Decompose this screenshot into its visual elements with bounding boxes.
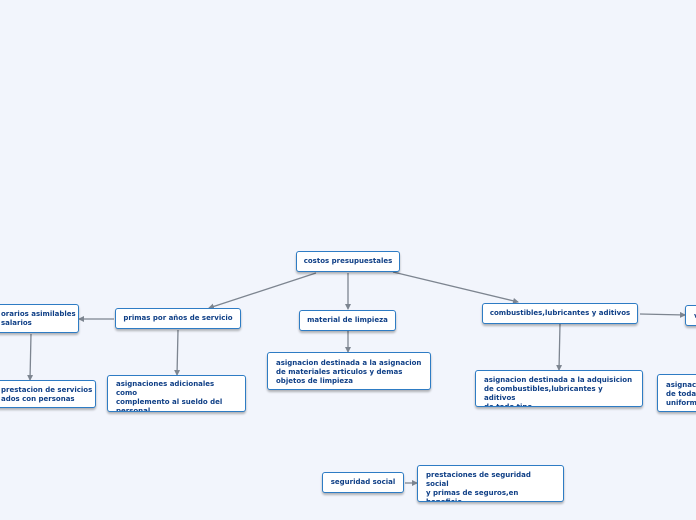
node-costos-presupuestales[interactable]: costos presupuestales — [296, 251, 400, 272]
node-combustibles-lubricantes[interactable]: combustibles,lubricantes y aditivos — [482, 303, 638, 324]
node-seguridad-descripcion[interactable]: prestaciones de seguridad social y prima… — [417, 465, 564, 502]
node-material-limpieza[interactable]: material de limpieza — [299, 310, 396, 331]
node-seguridad-social[interactable]: seguridad social — [322, 472, 404, 493]
node-primas-descripcion[interactable]: asignaciones adicionales como complement… — [107, 375, 246, 412]
edge-primas-desc — [174, 329, 181, 376]
edge-root-primas — [208, 272, 317, 310]
node-honorarios-descripcion[interactable]: prestacion de servicios ados con persona… — [0, 380, 96, 408]
node-vestuario[interactable]: v — [685, 305, 696, 326]
edge-honorarios-desc — [27, 333, 34, 381]
node-honorarios-asimilables[interactable]: orarios asimilables salarios — [0, 304, 79, 333]
node-primas-por-anos[interactable]: primas por años de servicio — [115, 308, 241, 329]
node-vestuario-descripcion[interactable]: asignac de toda uniform — [657, 374, 696, 412]
node-limpieza-descripcion[interactable]: asignacion destinada a la asignacion de … — [267, 352, 431, 390]
node-combustibles-descripcion[interactable]: asignacion destinada a la adquisicion de… — [475, 370, 643, 407]
edge-combustibles-desc — [556, 323, 563, 371]
edge-combustibles-vestuario — [639, 311, 686, 318]
edge-root-combustibles — [392, 271, 519, 304]
